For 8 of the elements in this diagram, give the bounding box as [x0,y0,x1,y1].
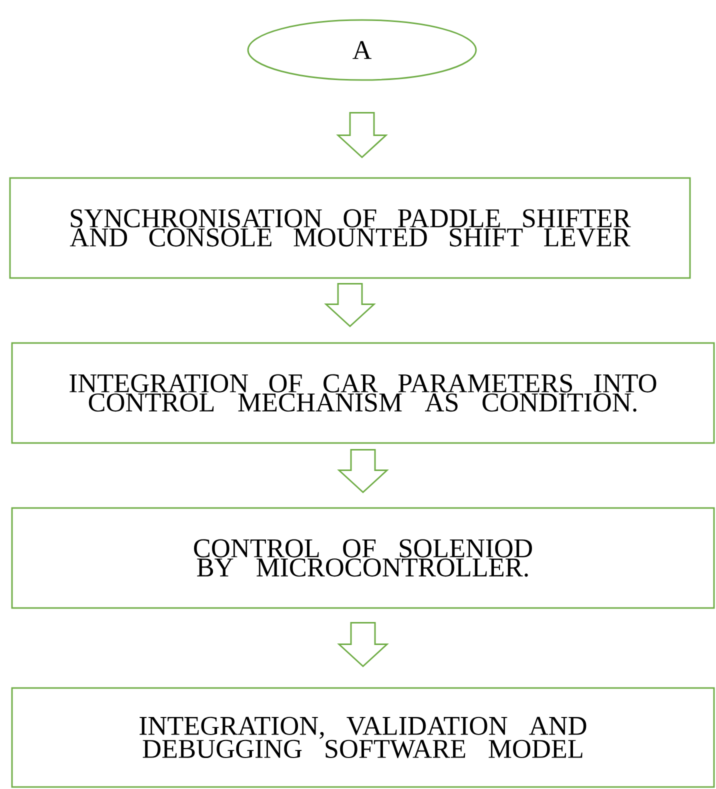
block-arrow [336,112,388,158]
block-arrow [337,449,389,494]
block-arrow [337,622,389,668]
process-box: SYNCHRONISATION OF PADDLE SHIFTER AND CONSOLE MOUNTED SHIFT LEVER [9,177,691,279]
block-arrow [324,283,376,328]
process-box: CONTROL OF SOLENIOD BY MICROCONTROLLER. [11,507,715,609]
process-box: INTEGRATION OF CAR PARAMETERS INTO CONTROL MECHANISM AS CONDITION. [11,342,715,444]
process-box: INTEGRATION, VALIDATION AND DEBUGGING SOFTWARE MODEL [11,687,715,788]
